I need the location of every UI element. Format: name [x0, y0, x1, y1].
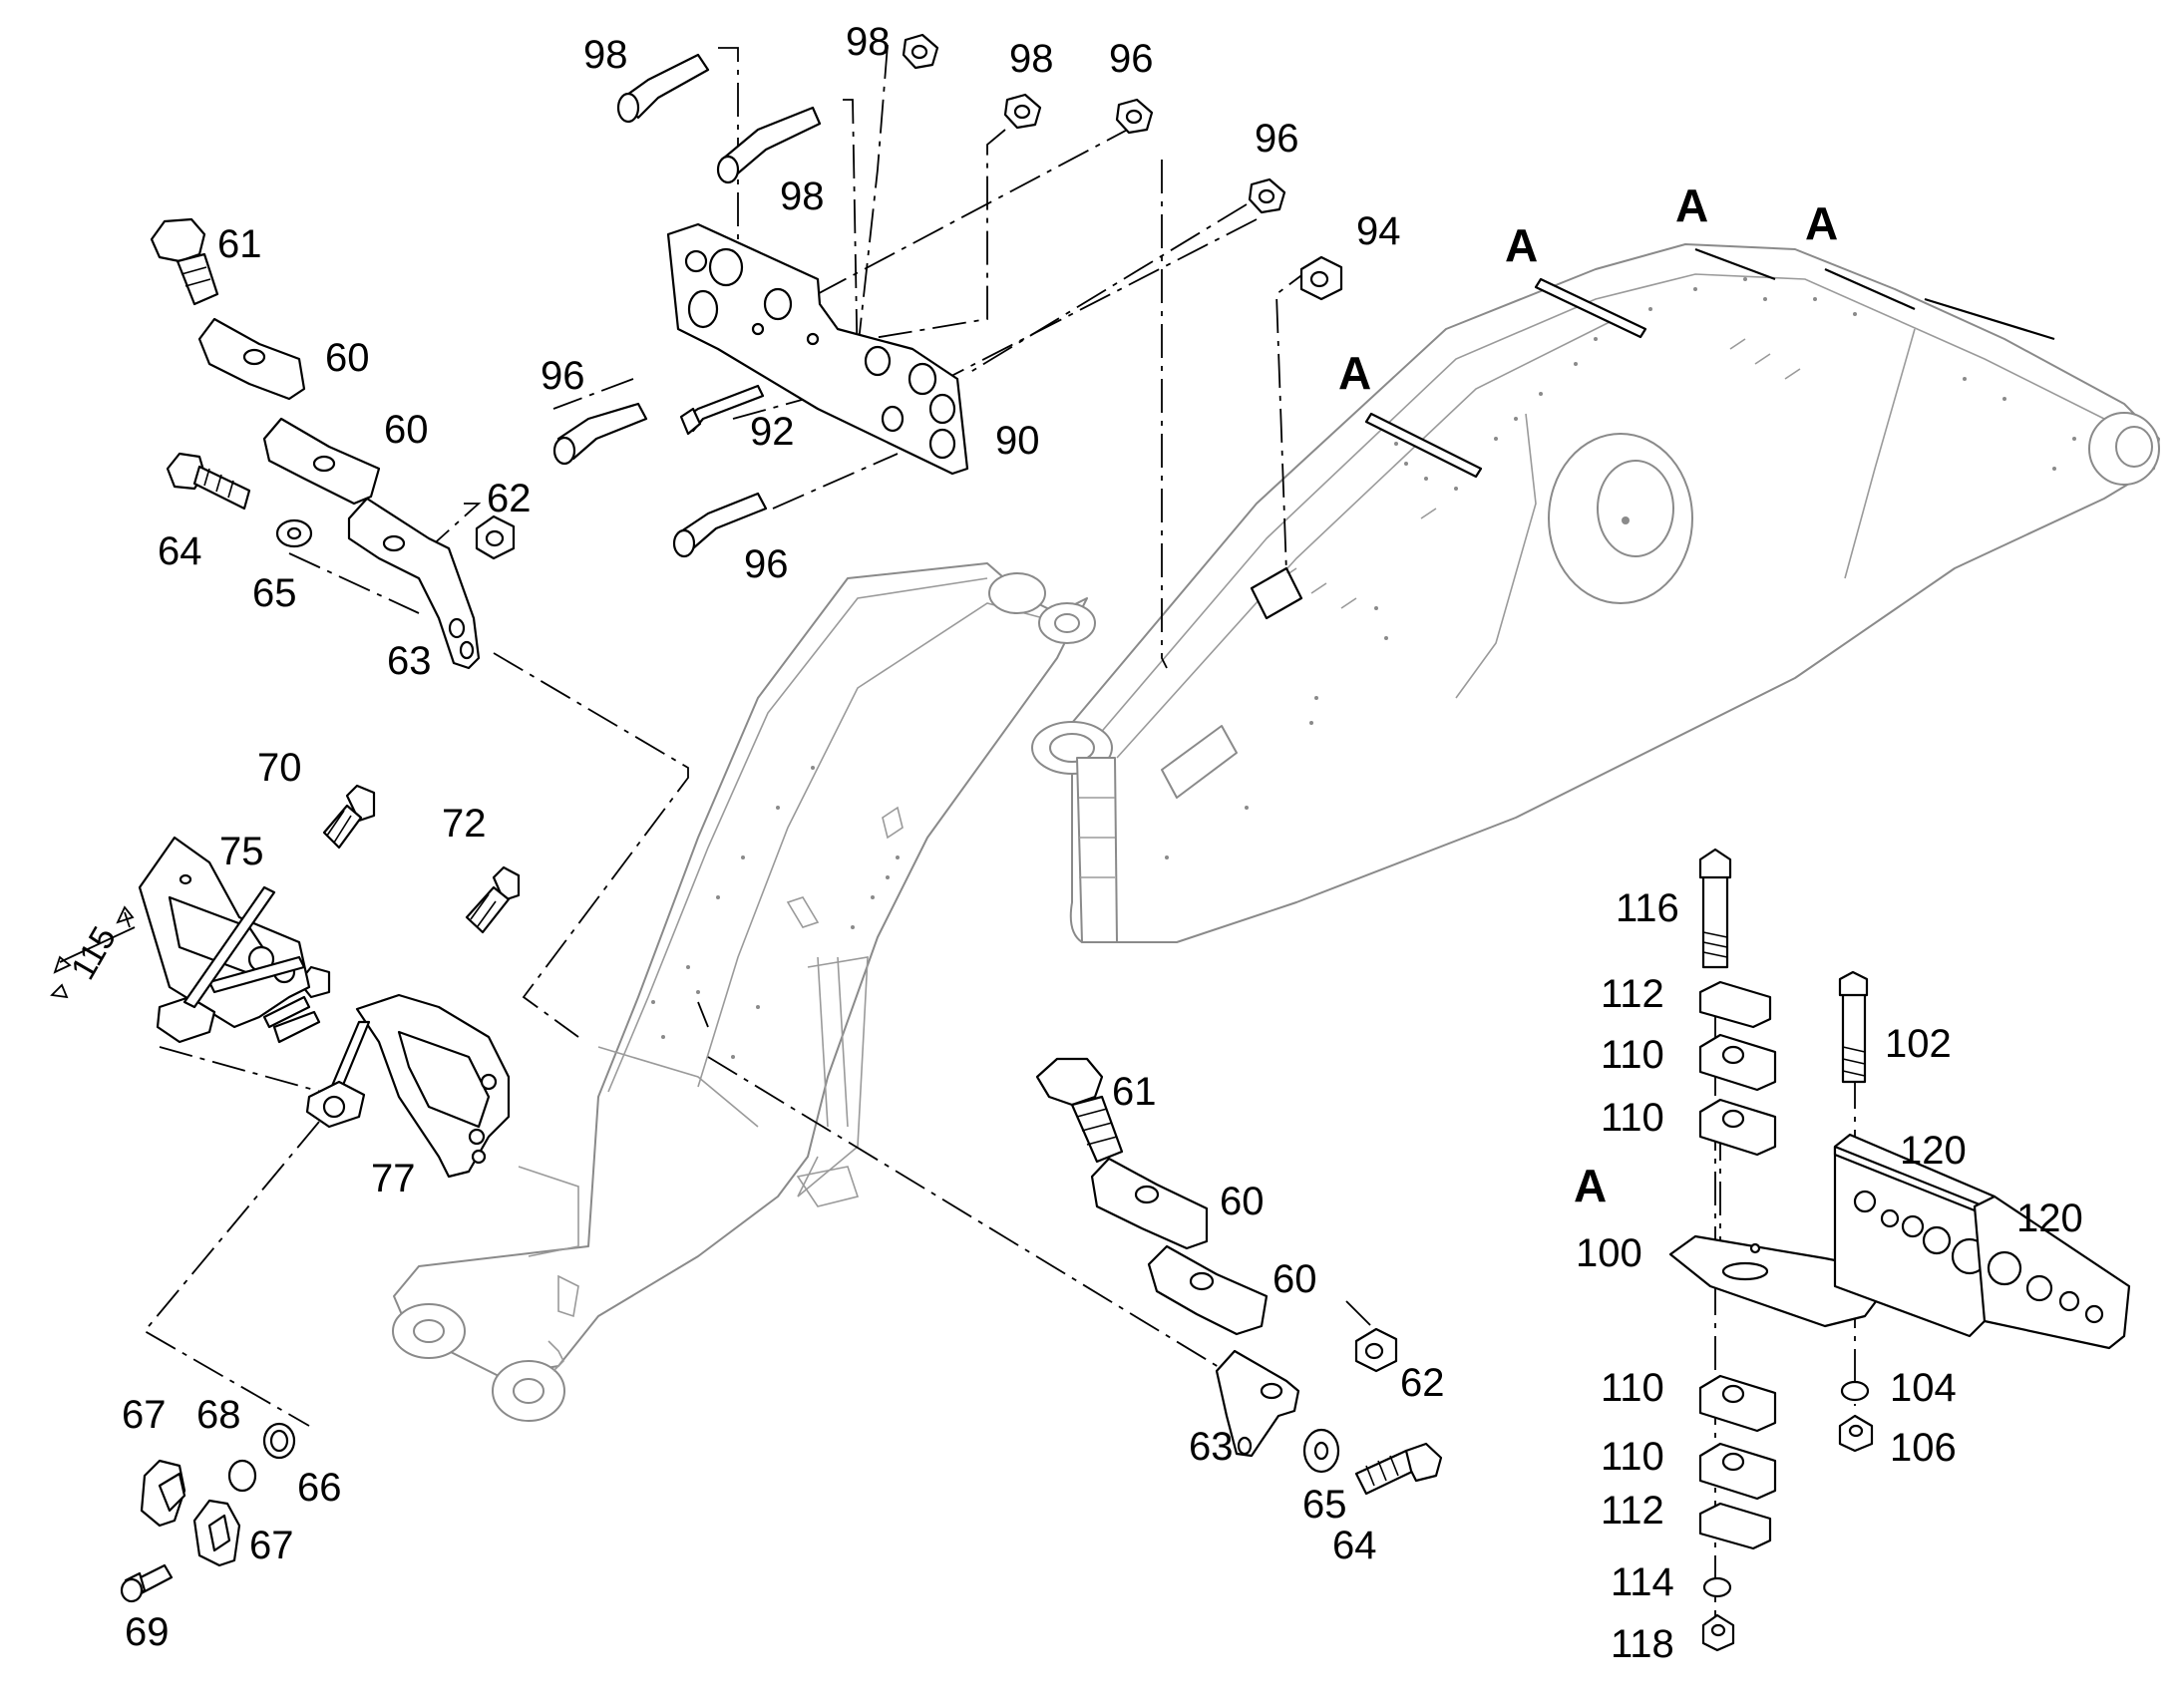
callout-64: 64 — [1332, 1524, 1377, 1567]
callout-labels: 98 98 98 96 98 96 94 61 60 60 96 92 90 6… — [122, 20, 2083, 1666]
callout-60: 60 — [1220, 1180, 1265, 1223]
callout-65: 65 — [1302, 1483, 1347, 1527]
part-90-mounting-plate — [666, 222, 969, 476]
section-mark-a: A — [1675, 179, 1708, 231]
callout-64: 64 — [158, 529, 202, 573]
callout-69: 69 — [125, 1610, 170, 1654]
callout-90: 90 — [995, 419, 1040, 463]
callout-98: 98 — [583, 33, 628, 77]
stick-arm — [392, 562, 1096, 1422]
callout-110: 110 — [1601, 1033, 1664, 1077]
callout-116: 116 — [1616, 886, 1679, 930]
callout-102: 102 — [1885, 1022, 1952, 1066]
part-98-stud-bolts — [616, 33, 1042, 184]
section-mark-a: A — [1805, 197, 1838, 249]
callout-112: 112 — [1601, 972, 1664, 1016]
bottom-left-hardware — [120, 1422, 296, 1603]
callout-120: 120 — [1900, 1129, 1967, 1173]
callout-66: 66 — [297, 1466, 342, 1510]
callout-110: 110 — [1601, 1435, 1664, 1479]
callout-96: 96 — [1109, 37, 1154, 81]
callout-72: 72 — [442, 802, 487, 846]
callout-92: 92 — [750, 410, 795, 454]
part-104-106-washer-nut — [1838, 1380, 1874, 1453]
callout-67: 67 — [122, 1393, 167, 1437]
callout-120: 120 — [2016, 1196, 2083, 1240]
callout-104: 104 — [1890, 1366, 1957, 1410]
part-120-clamp-bars — [1833, 1133, 2131, 1350]
callout-60: 60 — [1272, 1257, 1317, 1301]
callout-75: 75 — [219, 830, 264, 873]
callout-112: 112 — [1601, 1489, 1664, 1533]
main-boom — [1031, 243, 2160, 943]
section-marks: A A A A A — [1338, 179, 1838, 1211]
callout-106: 106 — [1890, 1426, 1957, 1470]
callout-62: 62 — [487, 477, 532, 520]
callout-60: 60 — [384, 408, 429, 452]
callout-110: 110 — [1601, 1096, 1664, 1140]
callout-61: 61 — [1112, 1070, 1157, 1114]
callout-98: 98 — [846, 20, 891, 64]
callout-96: 96 — [744, 542, 789, 586]
callout-67: 67 — [249, 1524, 294, 1567]
section-mark-a: A — [1505, 219, 1538, 271]
callout-94: 94 — [1356, 209, 1401, 253]
lower-clamp-assembly — [1035, 1057, 1443, 1496]
part-102-bolt — [1838, 970, 1869, 1084]
callout-65: 65 — [252, 571, 297, 615]
callout-110: 110 — [1601, 1366, 1664, 1410]
upper-clamp-assembly — [150, 217, 516, 670]
dimension-label-115: 115 — [64, 920, 124, 986]
callout-114: 114 — [1611, 1560, 1674, 1604]
callout-118: 118 — [1611, 1622, 1674, 1666]
callout-68: 68 — [196, 1393, 241, 1437]
part-94-nut — [1299, 255, 1343, 301]
callout-60: 60 — [325, 336, 370, 380]
section-mark-a: A — [1574, 1160, 1607, 1211]
callout-98: 98 — [780, 174, 825, 218]
left-bracket-assembly: 115 — [50, 784, 521, 1179]
callout-98: 98 — [1009, 37, 1054, 81]
part-96-bolts-nuts — [552, 98, 1286, 558]
callout-61: 61 — [217, 222, 262, 266]
part-92-bolt — [679, 384, 765, 436]
leader-lines — [143, 44, 1856, 1635]
callout-96: 96 — [541, 354, 585, 398]
callout-62: 62 — [1400, 1361, 1445, 1405]
callout-77: 77 — [371, 1157, 416, 1200]
callout-63: 63 — [1189, 1425, 1234, 1469]
callout-63: 63 — [387, 639, 432, 683]
section-mark-a: A — [1338, 347, 1371, 399]
callout-70: 70 — [257, 746, 302, 790]
callout-100: 100 — [1576, 1231, 1642, 1275]
callout-96: 96 — [1255, 117, 1299, 161]
